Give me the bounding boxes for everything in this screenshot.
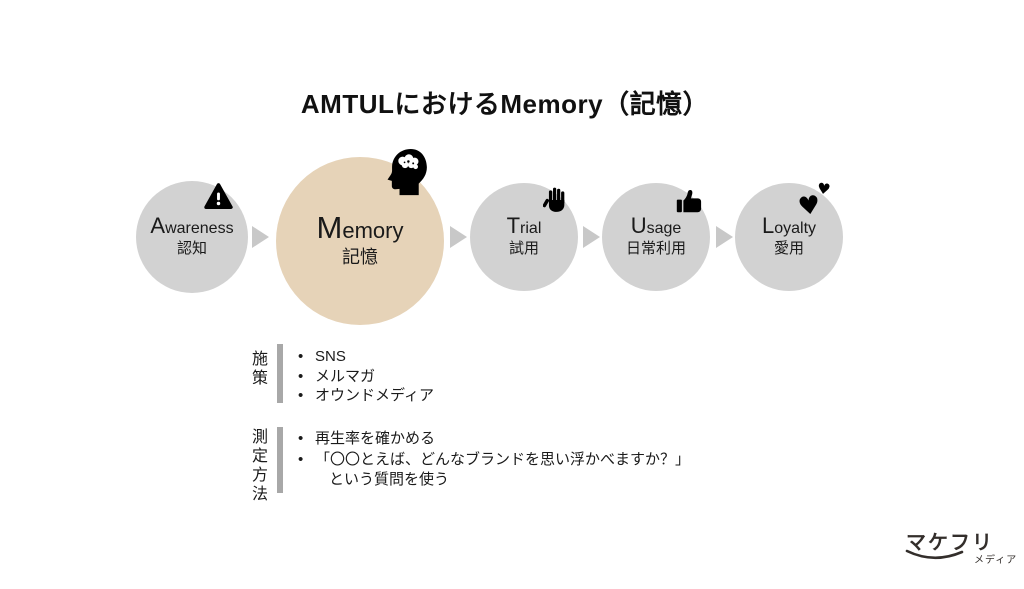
list-item: SNS (296, 347, 434, 367)
stage-label-jp: 記憶 (342, 246, 378, 267)
stage-label-jp: 認知 (176, 240, 207, 257)
thumbs-up-icon (674, 187, 706, 217)
two-hearts-icon: ♥ ♥ (796, 179, 836, 221)
stage-circle-awareness: Awareness 認知 (136, 181, 248, 293)
actions-section-bar (277, 344, 283, 403)
list-item-line2: という質問を使う (329, 471, 450, 488)
logo-smile-icon (904, 548, 970, 564)
stage-label-en: Usage (630, 213, 682, 238)
stage-label-en: Trial (506, 213, 542, 238)
measurement-section-label: 測定方法 (249, 428, 266, 504)
stage-circle-memory: Memory 記憶 (276, 148, 444, 325)
makefri-logo: マケフリ メディア (900, 524, 1020, 572)
stage-label-jp: 愛用 (773, 240, 804, 257)
stage-circle-usage: Usage 日常利用 (602, 183, 710, 291)
flow-arrow (583, 226, 600, 248)
stage-circle-trial: Trial 試用 (470, 183, 578, 291)
heart-small-icon: ♥ (815, 179, 832, 199)
logo-text: マケフリ (906, 532, 994, 554)
stage-label-en: Awareness (150, 213, 234, 238)
flow-arrow (450, 226, 467, 248)
stage-label-en: Loyalty (761, 213, 817, 238)
measurement-list: 再生率を確かめる 「〇〇とえば、どんなブランドを思い浮かべますか？」 という質問… (296, 429, 690, 491)
flow-arrow (252, 226, 269, 248)
stage-circle-loyalty: ♥ ♥ Loyalty 愛用 (735, 179, 843, 291)
logo-subtext: メディア (974, 555, 1018, 566)
list-item: 再生率を確かめる (296, 429, 690, 449)
brain-head-icon (382, 148, 430, 196)
list-item: オウンドメディア (296, 386, 434, 406)
actions-section-label: 施策 (249, 350, 266, 388)
actions-list: SNS メルマガ オウンドメディア (296, 347, 434, 406)
measurement-section-bar (277, 427, 283, 493)
list-item: 「〇〇とえば、どんなブランドを思い浮かべますか？」 という質問を使う (296, 450, 690, 490)
list-item: メルマガ (296, 367, 434, 387)
list-item-line1: 「〇〇とえば、どんなブランドを思い浮かべますか？」 (315, 451, 691, 468)
stage-label-jp: 試用 (508, 240, 539, 257)
flow-arrow (716, 226, 733, 248)
stage-label-en: Memory (316, 209, 404, 245)
alert-icon (204, 182, 233, 211)
page-title: AMTULにおけるMemory（記憶） (300, 89, 710, 119)
raised-hand-icon (543, 186, 570, 213)
stage-label-jp: 日常利用 (625, 240, 686, 257)
